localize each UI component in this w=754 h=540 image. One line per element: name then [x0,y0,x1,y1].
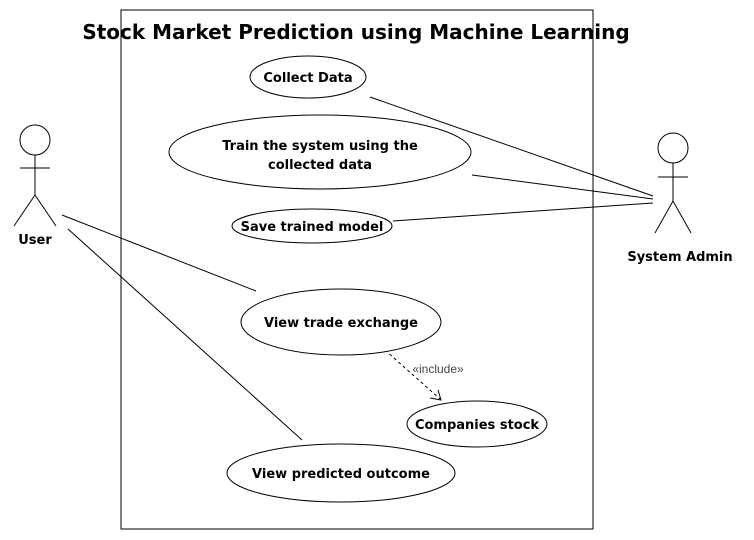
stick-figure-icon [654,132,692,234]
actor-label: User [18,233,52,248]
use-case-collect-data[interactable]: Collect Data [249,55,367,99]
use-case-label-line2: collected data [268,158,372,173]
include-arrow [384,349,441,400]
assoc-user-viewtrade [61,214,257,292]
use-case-label: Save trained model [241,220,384,235]
assoc-admin-save [392,202,654,222]
actor-user[interactable]: User [13,124,57,248]
include-label: «include» [412,362,464,376]
stick-figure-icon [13,124,57,227]
assoc-admin-collect [369,96,654,197]
use-case-label: View predicted outcome [252,467,430,482]
actor-label: System Admin [627,250,732,265]
use-case-label-line1: Train the system using the [222,139,418,154]
use-case-view-trade-exchange[interactable]: View trade exchange [240,288,442,356]
assoc-admin-train [471,174,654,200]
use-case-label: View trade exchange [264,316,418,331]
include-arrowhead [429,389,442,401]
use-case-train-system[interactable]: Train the system using the collected dat… [168,114,472,190]
use-case-label: Companies stock [415,418,539,433]
actor-system-admin[interactable]: System Admin [627,132,733,265]
use-case-label: Collect Data [263,71,352,86]
use-case-view-predicted-outcome[interactable]: View predicted outcome [226,443,456,503]
use-case-companies-stock[interactable]: Companies stock [406,400,548,448]
system-title: Stock Market Prediction using Machine Le… [82,20,629,44]
assoc-user-viewpredicted [67,228,303,441]
use-case-save-model[interactable]: Save trained model [231,208,393,244]
